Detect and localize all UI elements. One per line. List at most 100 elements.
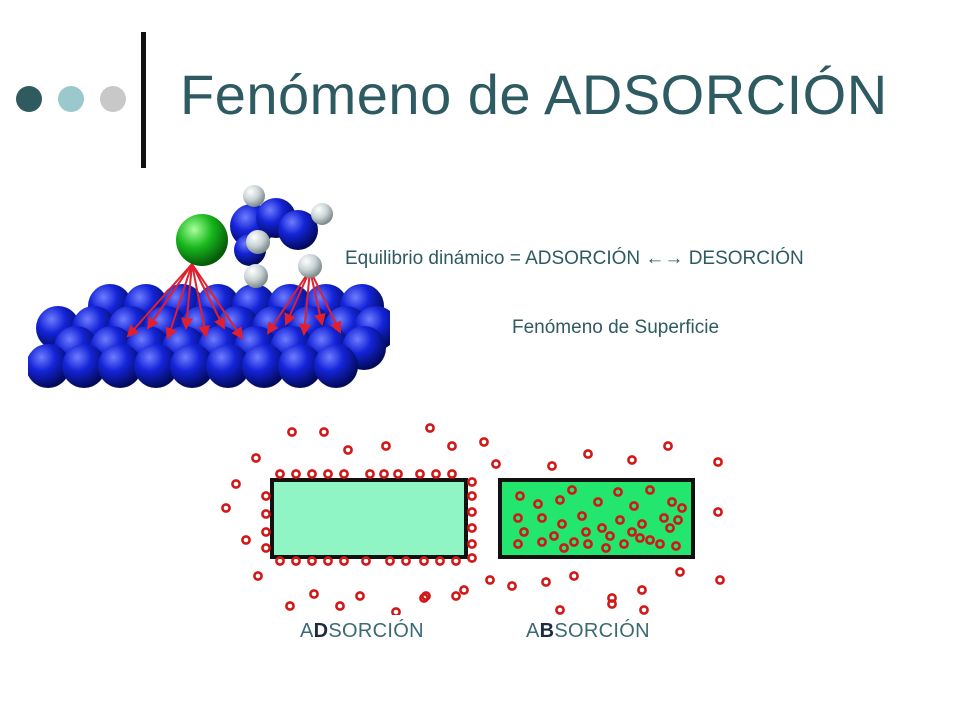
particle: [619, 539, 629, 549]
particle: [221, 503, 231, 513]
particle: [459, 585, 469, 595]
bond-arrow: [191, 263, 225, 330]
particle: [479, 437, 489, 447]
particle: [555, 495, 565, 505]
particle: [637, 585, 647, 595]
hydrogen-atom: [246, 230, 270, 254]
particle: [671, 541, 681, 551]
particle: [393, 469, 403, 479]
particle: [555, 605, 565, 615]
surface-atom: [242, 344, 286, 388]
absorption-label-suffix: SORCIÓN: [554, 620, 650, 642]
particle: [307, 556, 317, 566]
adsorbate-molecule: [176, 185, 333, 288]
particle: [285, 601, 295, 611]
hydrogen-atom: [311, 203, 333, 225]
molecule-atom: [278, 210, 318, 250]
particle: [593, 497, 603, 507]
particle: [655, 539, 665, 549]
particle: [261, 491, 271, 501]
particle: [467, 491, 477, 501]
grey-dot: [100, 86, 126, 112]
particle: [665, 523, 675, 533]
particle: [507, 581, 517, 591]
particle: [491, 459, 501, 469]
particle: [613, 487, 623, 497]
particle: [567, 485, 577, 495]
particle: [627, 455, 637, 465]
particle: [425, 423, 435, 433]
particle: [401, 556, 411, 566]
particle: [659, 513, 669, 523]
bond-arrow: [126, 263, 193, 338]
slide-title: Fenómeno de ADSORCIÓN: [180, 63, 888, 126]
particle: [541, 577, 551, 587]
particle: [419, 556, 429, 566]
particle: [467, 507, 477, 517]
particle: [339, 469, 349, 479]
title-divider-bar: [141, 32, 146, 168]
particle: [629, 501, 639, 511]
particle: [549, 531, 559, 541]
particle: [513, 539, 523, 549]
molecule-surface-illustration: [28, 185, 390, 388]
particle: [673, 515, 683, 525]
bond-arrow: [165, 263, 193, 340]
particle: [447, 469, 457, 479]
particle: [675, 567, 685, 577]
adsorption-bond-arrows: [126, 263, 342, 340]
particle: [261, 543, 271, 553]
particle: [607, 599, 617, 609]
hydrogen-atom: [244, 264, 268, 288]
bond-arrow: [180, 263, 193, 330]
particle: [343, 445, 353, 455]
adsorption-label-bold: D: [313, 620, 329, 642]
particle: [253, 571, 263, 581]
particle: [287, 427, 297, 437]
particle: [451, 556, 461, 566]
particle: [605, 531, 615, 541]
light-teal-dot: [58, 86, 84, 112]
surface-atom: [170, 344, 214, 388]
particle: [645, 485, 655, 495]
particle: [601, 543, 611, 553]
bond-arrow: [266, 269, 311, 335]
particle: [355, 591, 365, 601]
particle: [533, 499, 543, 509]
particle: [275, 556, 285, 566]
bond-arrow: [284, 269, 311, 326]
particle: [557, 519, 567, 529]
particle: [241, 535, 251, 545]
absorption-label-bold: B: [539, 620, 555, 642]
dark-teal-dot: [16, 86, 42, 112]
particle: [663, 441, 673, 451]
particle: [291, 556, 301, 566]
particles: [221, 423, 725, 615]
surface-atom: [278, 344, 322, 388]
particle: [261, 509, 271, 519]
adsorption-solid-box: [270, 478, 468, 559]
particle: [365, 469, 375, 479]
surface-atom: [134, 344, 178, 388]
particle: [569, 537, 579, 547]
particle: [451, 591, 461, 601]
particle: [275, 469, 285, 479]
absorption-label: ABSORCIÓN: [526, 620, 650, 643]
hydrogen-atom: [243, 185, 265, 207]
particle: [431, 469, 441, 479]
particle: [583, 449, 593, 459]
adsorption-label-suffix: SORCIÓN: [328, 620, 424, 642]
bond-arrow: [191, 263, 210, 338]
surface-atom: [314, 344, 358, 388]
surface-atom: [98, 344, 142, 388]
particle: [231, 479, 241, 489]
particle: [447, 441, 457, 451]
particle: [467, 553, 477, 563]
particle: [577, 511, 587, 521]
particle: [435, 556, 445, 566]
bullet-dots-decoration: [16, 86, 126, 114]
particle: [467, 477, 477, 487]
particle: [307, 469, 317, 479]
particle: [639, 605, 649, 615]
bond-arrow: [298, 269, 311, 336]
